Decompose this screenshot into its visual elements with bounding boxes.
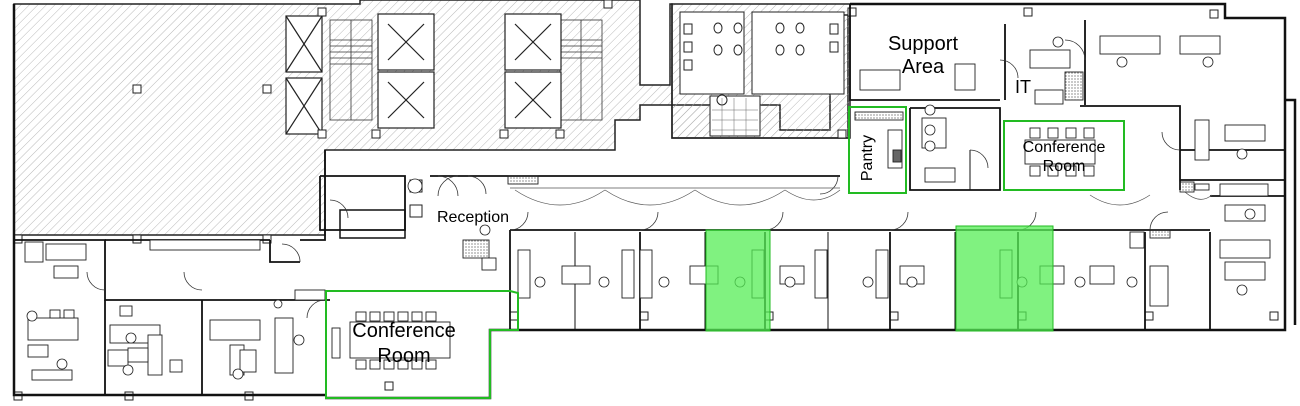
- highlight-office-1: [705, 229, 771, 332]
- room-labels: Support Area IT Pantry Conference Room R…: [352, 33, 1105, 367]
- label-conference-room-east-2: Room: [1043, 158, 1086, 175]
- highlighted-areas: [325, 106, 1125, 399]
- label-conference-room-west-1: Conference: [352, 320, 455, 342]
- label-support-area-2: Area: [902, 56, 945, 78]
- label-it-room: IT: [1015, 77, 1031, 97]
- corridor-glazing: [510, 187, 1213, 206]
- label-conference-room-west-2: Room: [377, 345, 430, 367]
- label-pantry: Pantry: [859, 135, 876, 181]
- highlight-conference-room-east: [1003, 120, 1125, 191]
- label-reception: Reception: [437, 209, 509, 226]
- stair-west: [329, 19, 373, 121]
- label-support-area-1: Support: [888, 33, 958, 55]
- furniture: [24, 35, 1271, 381]
- restrooms: [679, 11, 845, 137]
- label-conference-room-east-1: Conference: [1023, 139, 1106, 156]
- highlight-pantry: [848, 106, 907, 194]
- stair-east: [559, 19, 603, 121]
- door-swings: [86, 39, 1181, 319]
- highlight-conference-room-west: [325, 290, 519, 399]
- elevator-shafts: [285, 13, 562, 135]
- highlight-office-2: [955, 225, 1054, 332]
